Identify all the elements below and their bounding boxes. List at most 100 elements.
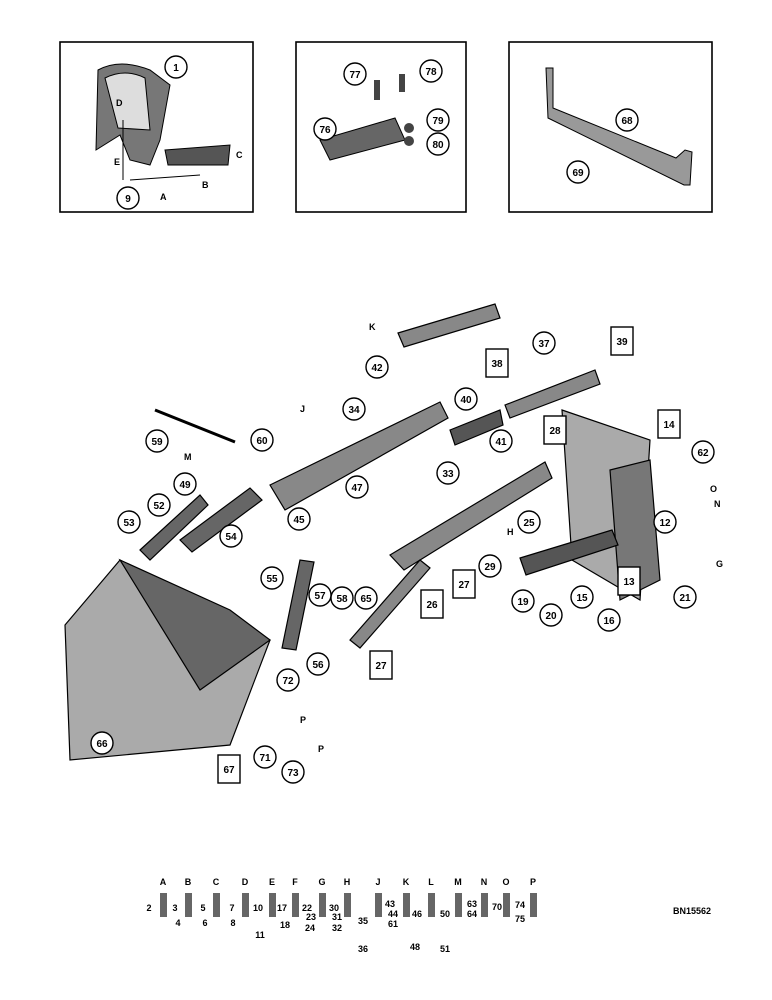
callout-label: 15 [576,593,588,604]
callout-42: 42 [365,355,389,379]
letter-D: D [116,98,123,108]
callout-62: 62 [691,440,715,464]
bolt-J [375,893,382,917]
hardware-column-G: G [318,877,325,887]
callout-57: 57 [308,583,332,607]
callout-label: 62 [697,448,709,459]
hardware-column-P: P [530,877,536,887]
hardware-column-F: F [292,877,298,887]
callout-14: 14 [657,409,681,439]
callout-77: 77 [349,70,361,81]
callout-label: 60 [256,436,268,447]
callout-label: 41 [495,437,507,448]
callout-label: 72 [282,676,294,687]
callout-33: 33 [436,461,460,485]
callout-15: 15 [570,585,594,609]
bolt-L [428,893,435,917]
letter-A: A [160,192,167,202]
callout-79: 79 [432,116,444,127]
hardware-part-number: 24 [305,923,315,933]
hardware-part-number: 2 [146,903,151,913]
letter-P: P [318,744,324,754]
callout-27: 27 [452,569,476,599]
callout-47: 47 [345,475,369,499]
callout-59: 59 [145,429,169,453]
hardware-part-number: 22 [302,903,312,913]
callout-67: 67 [217,754,241,784]
callout-label: 14 [663,420,675,431]
hardware-part-number: 4 [175,918,180,928]
callout-1: 1 [173,63,179,74]
letter-K: K [369,322,376,332]
callout-label: 13 [623,577,635,588]
letter-O: O [710,484,717,494]
inset-box-2: 77 78 76 79 80 [295,41,467,213]
hardware-column-N: N [481,877,488,887]
callout-label: 52 [153,501,165,512]
bolt-H [344,893,351,917]
callout-label: 40 [460,395,472,406]
bolt-F [292,893,299,917]
callout-label: 27 [375,661,387,672]
callout-28: 28 [543,415,567,445]
drawing-code: BN15562 [673,906,711,916]
letter-M: M [184,452,192,462]
bolt-P [530,893,537,917]
callout-label: 37 [538,339,550,350]
hardware-part-number: 6 [202,918,207,928]
callout-38: 38 [485,348,509,378]
main-letters: K J M H O N G P P [184,322,723,754]
letter-C: C [236,150,243,160]
callout-label: 57 [314,591,326,602]
hardware-part-number: 10 [253,903,263,913]
bolt-K [403,893,410,917]
callout-72: 72 [276,668,300,692]
hardware-column-L: L [428,877,434,887]
callout-37: 37 [532,331,556,355]
inset-box-3: 68 69 [508,41,713,213]
callout-label: 53 [123,518,135,529]
callout-label: 16 [603,616,615,627]
letter-H: H [507,527,514,537]
callout-16: 16 [597,608,621,632]
callout-56: 56 [306,652,330,676]
loader-assembly [64,303,661,761]
callout-25: 25 [517,510,541,534]
hardware-part-number: 50 [440,909,450,919]
callout-66: 66 [90,731,114,755]
hardware-part-number: 64 [467,909,477,919]
hardware-part-number: 63 [467,899,477,909]
hardware-part-number: 44 [388,909,398,919]
callout-label: 27 [458,580,470,591]
callout-label: 26 [426,600,438,611]
callout-45: 45 [287,507,311,531]
letter-E: E [114,157,120,167]
callout-label: 20 [545,611,557,622]
callout-label: 39 [616,337,628,348]
callout-78: 78 [425,67,437,78]
callout-label: 71 [259,753,271,764]
callout-label: 28 [549,426,561,437]
bolt-O [503,893,510,917]
inset-box-1: 1 9 D E A B C [59,41,254,213]
letter-N: N [714,499,721,509]
bolt-B [185,893,192,917]
callout-52: 52 [147,493,171,517]
callout-label: 56 [312,660,324,671]
hardware-column-C: C [213,877,220,887]
hardware-column-E: E [269,877,275,887]
hardware-part-number: 61 [388,919,398,929]
hardware-part-number: 43 [385,899,395,909]
hardware-part-number: 70 [492,902,502,912]
callout-68: 68 [621,116,633,127]
callout-54: 54 [219,524,243,548]
callout-label: 19 [517,597,529,608]
callout-58: 58 [330,586,354,610]
hardware-column-A: A [160,877,167,887]
callout-label: 29 [484,562,496,573]
bolt-M [455,893,462,917]
bolt-N [481,893,488,917]
callout-label: 55 [266,574,278,585]
